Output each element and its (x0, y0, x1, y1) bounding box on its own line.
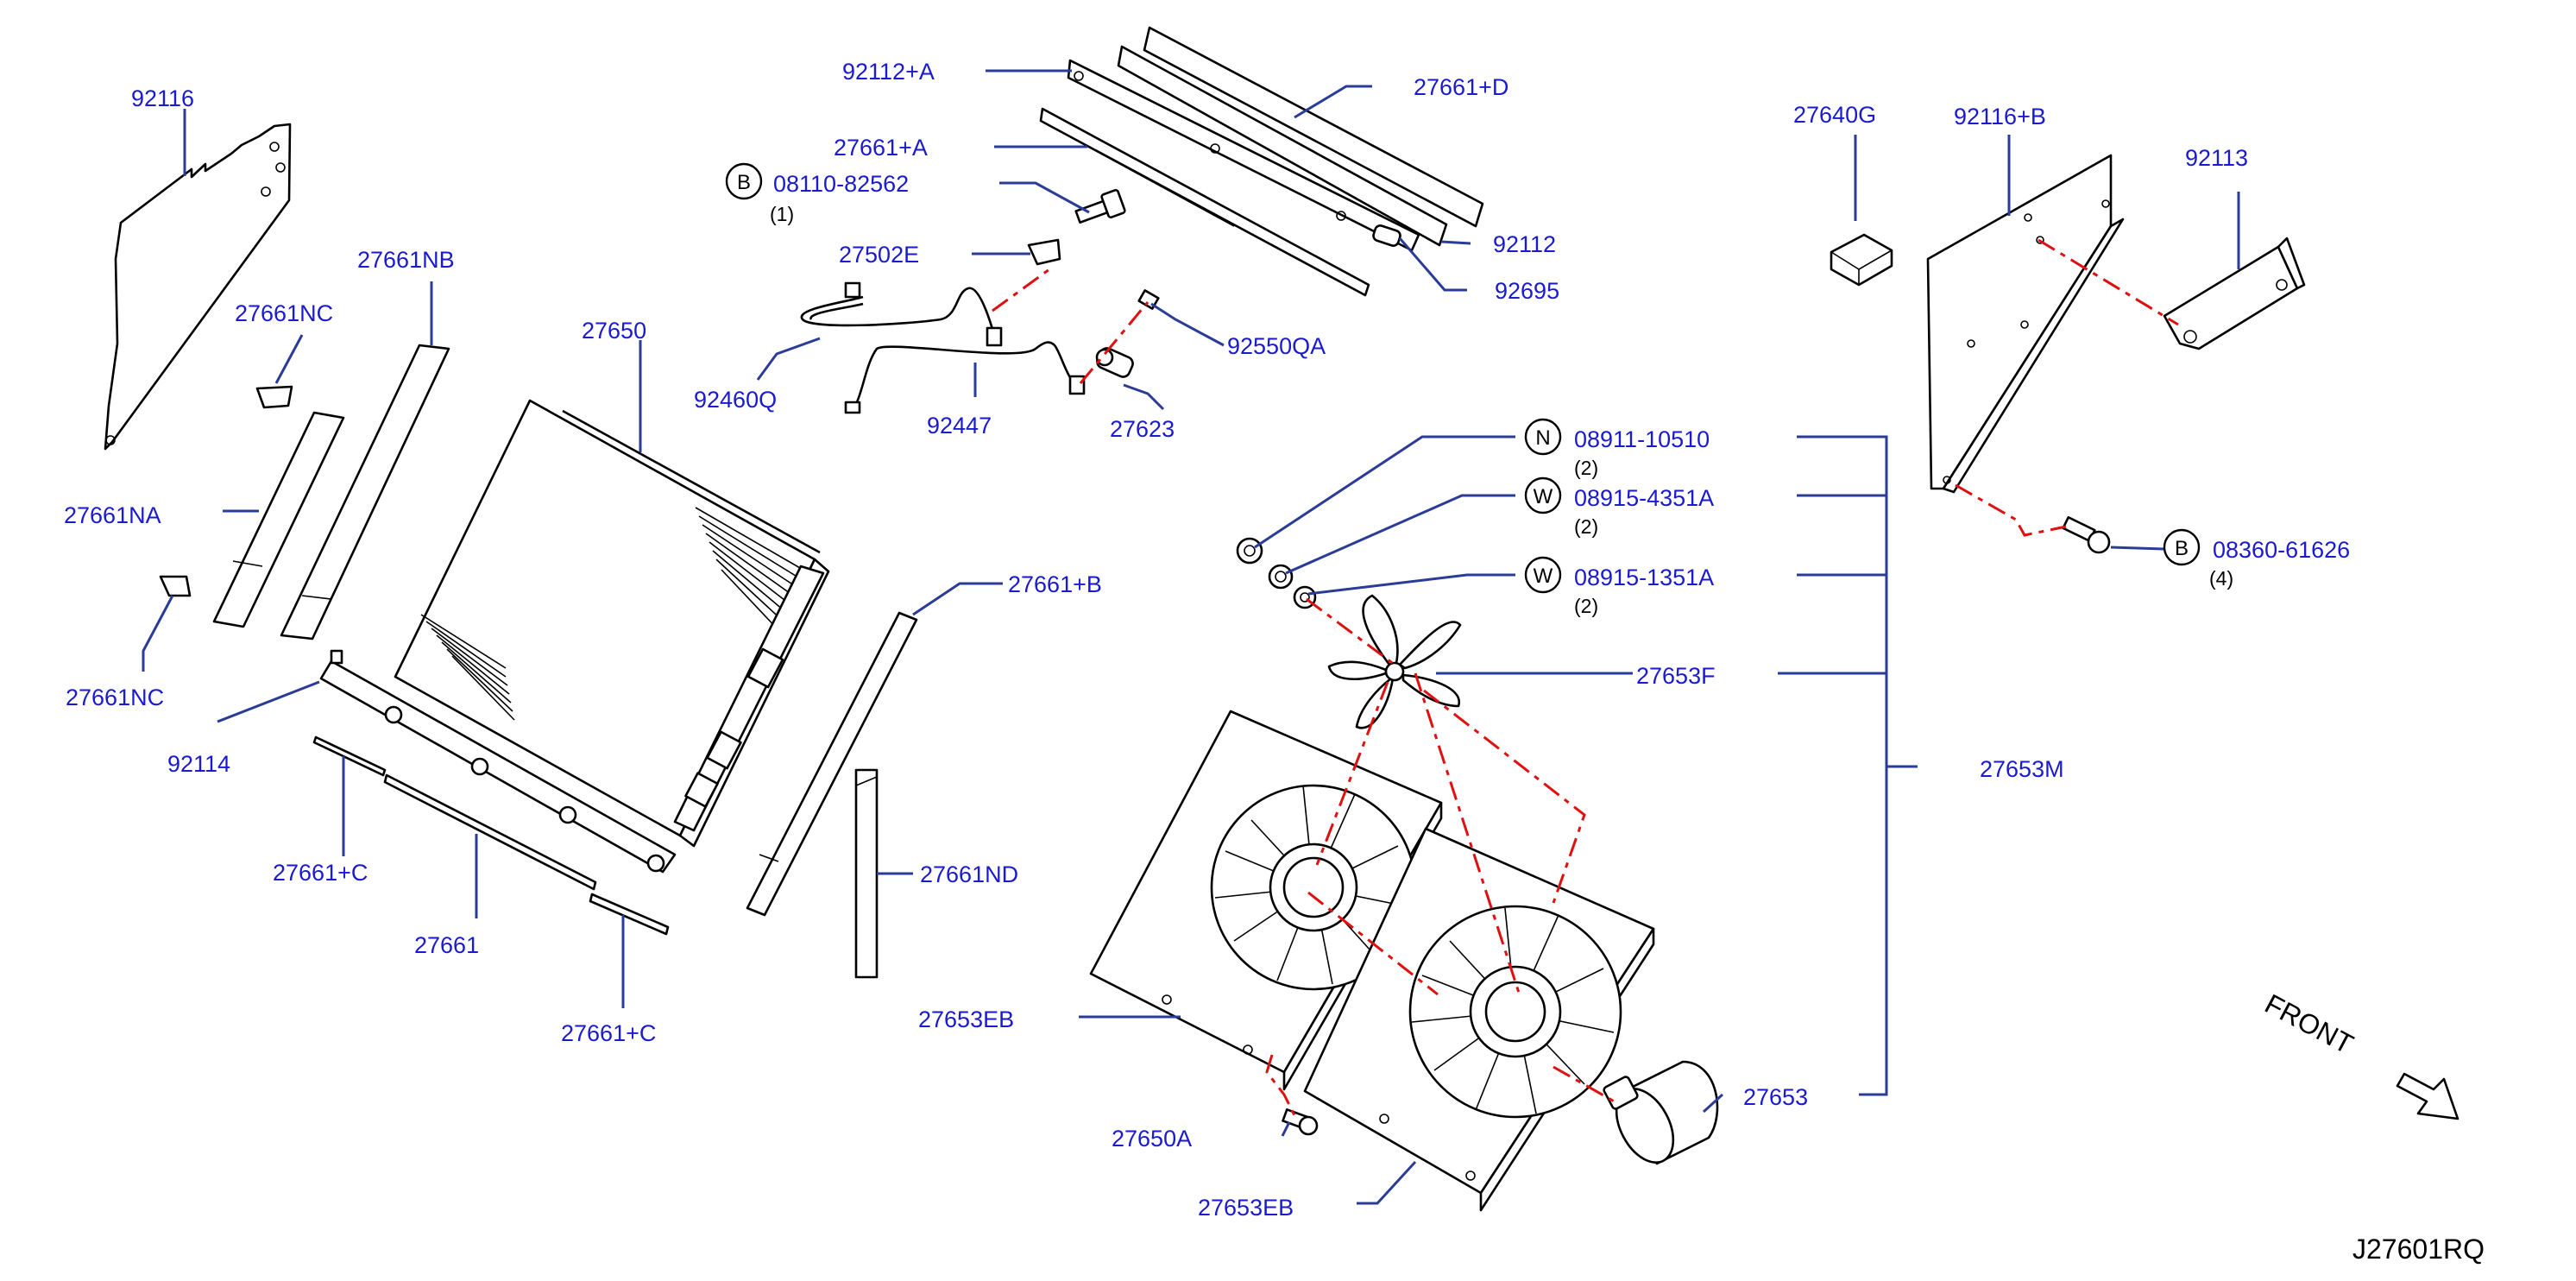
label-27661NB: 27661NB (357, 247, 455, 273)
leader-lines (142, 69, 2240, 1205)
label-27640G: 27640G (1793, 102, 1876, 128)
label-27661A: 27661+A (834, 135, 928, 161)
fastener-qty: (2) (1574, 457, 1598, 479)
fastener-part: 08360-61626 (2213, 537, 2350, 563)
fastener-symbol: B (2175, 537, 2189, 560)
front-arrow-icon (2396, 1072, 2459, 1120)
relay-27640G (1830, 233, 1893, 287)
fastener-symbol: N (1535, 426, 1550, 450)
pipe-92447 (844, 341, 1086, 414)
label-27653M: 27653M (1980, 756, 2064, 782)
centerlines (992, 238, 2179, 1116)
label-92112A: 92112+A (842, 59, 935, 85)
fastener-qty: (2) (1574, 515, 1598, 538)
seal-27661B (746, 611, 918, 917)
seal-27661 (312, 735, 670, 936)
label-27661: 27661 (414, 932, 479, 958)
label-27661ND: 27661ND (920, 861, 1018, 887)
front-indicator: FRONT (2260, 988, 2459, 1120)
condenser-27650 (394, 399, 830, 848)
fastener-08911-10510: N 08911-10510 (2) (1524, 418, 1710, 479)
switch-27623 (1095, 347, 1134, 378)
label-27653EB-bot: 27653EB (1198, 1195, 1294, 1221)
seal-27661NC-top (255, 385, 293, 409)
label-27661C-right: 27661+C (561, 1020, 656, 1046)
seal-27661NB (280, 344, 450, 640)
label-92447: 92447 (927, 413, 992, 439)
fastener-qty: (4) (2209, 567, 2233, 590)
label-92550QA: 92550QA (1227, 333, 1326, 359)
seal-27661NA (212, 411, 345, 628)
label-27661B: 27661+B (1008, 571, 1102, 597)
callout-labels: 92116 27661NB 27661NC 27661NA 27661NC 92… (64, 59, 2248, 1221)
fastener-08915-1351A: W 08915-1351A (2) (1524, 556, 1714, 617)
label-92114: 92114 (167, 751, 230, 777)
label-27661NC-bot: 27661NC (66, 685, 164, 710)
fastener-part: 08110-82562 (773, 171, 909, 197)
label-92695: 92695 (1495, 278, 1559, 304)
label-92460Q: 92460Q (694, 387, 777, 413)
label-27653: 27653 (1743, 1084, 1808, 1110)
fastener-part: 08915-1351A (1574, 565, 1714, 590)
bracket-27502E (1027, 238, 1061, 266)
motor-27653 (1603, 1060, 1719, 1165)
label-92116: 92116 (131, 85, 194, 111)
seal-27661A (1039, 107, 1370, 297)
fastener-part: 08915-4351A (1574, 485, 1714, 511)
washer-stack (1236, 537, 1317, 609)
label-27653F: 27653F (1636, 663, 1716, 689)
label-27623: 27623 (1110, 416, 1175, 442)
fastener-part: 08911-10510 (1574, 426, 1710, 452)
clip-92695 (1372, 224, 1401, 247)
fastener-qty: (1) (770, 203, 794, 225)
label-27661D: 27661+D (1414, 74, 1508, 100)
bolt-08110-82562 (1074, 188, 1126, 224)
fastener-08360-61626: B 08360-61626 (4) (2163, 528, 2350, 590)
pipe-92460Q (800, 281, 1003, 347)
label-27661NA: 27661NA (64, 502, 161, 528)
seal-27661NC-bot (159, 575, 192, 597)
label-92112: 92112 (1493, 231, 1556, 257)
label-27661NC-top: 27661NC (235, 300, 333, 326)
fastener-qty: (2) (1574, 595, 1598, 617)
label-27650: 27650 (582, 318, 646, 344)
side-bracket-92116 (104, 123, 292, 451)
fastener-symbol: W (1534, 565, 1553, 588)
fastener-symbol: W (1534, 485, 1553, 508)
label-27653EB-top: 27653EB (918, 1006, 1014, 1032)
upper-support-92112 (1067, 26, 1484, 252)
label-27650A: 27650A (1112, 1126, 1192, 1152)
bracket-92116B (1926, 154, 2125, 494)
label-27502E: 27502E (839, 242, 919, 268)
front-label: FRONT (2260, 988, 2359, 1060)
label-27661C-left: 27661+C (273, 860, 368, 886)
seal-27661ND (854, 768, 879, 979)
fan-shroud-front (1303, 827, 1655, 1212)
fan-shroud-rear (1089, 710, 1443, 1091)
fan-blade-27653F (1327, 594, 1462, 729)
bolt-08360-61626 (2062, 515, 2111, 554)
label-92116B: 92116+B (1954, 104, 2046, 129)
label-92113: 92113 (2185, 145, 2248, 171)
screw-27650A (1282, 1107, 1319, 1136)
fastener-08110-82562: B 08110-82562 (1) (725, 162, 909, 225)
fastener-symbol: B (737, 171, 751, 194)
bracket-92113 (2163, 237, 2306, 350)
lower-support-92114 (319, 649, 677, 874)
diagram-id: J27601RQ (2352, 1234, 2485, 1265)
fastener-08915-4351A: W 08915-4351A (2) (1524, 476, 1714, 538)
